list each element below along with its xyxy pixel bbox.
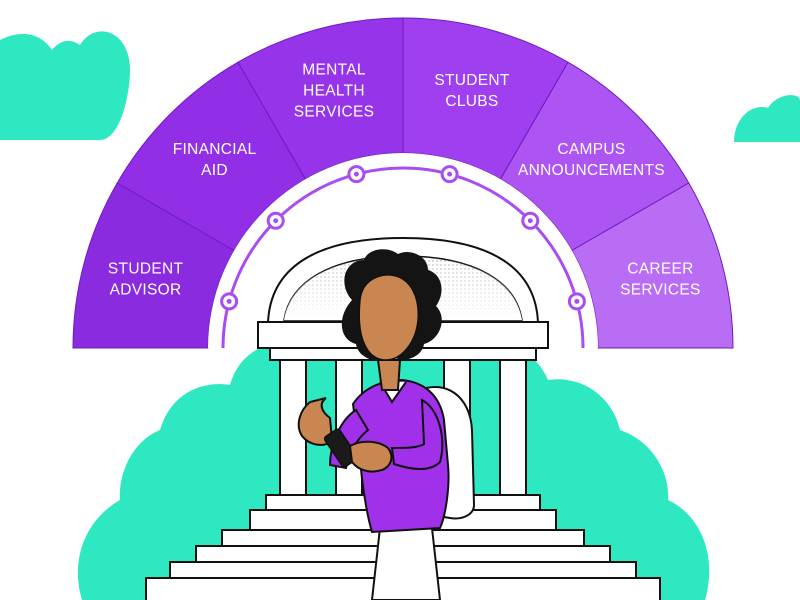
- arc-label-line: MENTAL: [302, 62, 366, 79]
- arc-label-line: SERVICES: [294, 104, 375, 121]
- arc-label-line: AID: [201, 162, 228, 179]
- arc-label-career-services: CAREER SERVICES: [620, 261, 701, 299]
- arc-label-line: STUDENT: [434, 72, 510, 89]
- arc-track: [221, 166, 585, 349]
- services-arc: STUDENT ADVISOR FINANCIAL AID MENTAL HEALTH SE…: [72, 17, 734, 349]
- track-node-dot: [447, 171, 453, 177]
- track-node-dot: [226, 298, 232, 304]
- arc-label-line: SERVICES: [620, 282, 701, 299]
- arc-label-line: ADVISOR: [110, 282, 182, 299]
- track-node-dot: [273, 218, 279, 224]
- track-node-dot: [527, 218, 533, 224]
- arc-label-line: CAREER: [627, 261, 693, 278]
- track-node-dot: [574, 298, 580, 304]
- student-figure: [297, 249, 476, 600]
- smartphone-icon: [323, 428, 359, 468]
- arc-label-line: HEALTH: [303, 83, 365, 100]
- cloud-icon-left: [0, 31, 130, 140]
- track-node-dot: [353, 171, 359, 177]
- arc-label-student-clubs: STUDENT CLUBS: [434, 72, 510, 110]
- arc-label-student-advisor: STUDENT ADVISOR: [108, 261, 184, 299]
- arc-label-line: STUDENT: [108, 261, 184, 278]
- arc-label-mental-health-services: MENTAL HEALTH SERVICES: [294, 62, 375, 121]
- arc-label-financial-aid: FINANCIAL AID: [173, 141, 257, 179]
- cloud-icon-right: [734, 95, 800, 142]
- arc-label-line: CAMPUS: [557, 141, 625, 158]
- arc-label-line: FINANCIAL: [173, 141, 257, 158]
- arc-label-line: CLUBS: [445, 93, 498, 110]
- arc-label-line: ANNOUNCEMENTS: [518, 162, 665, 179]
- arc-inner-band: [208, 153, 598, 348]
- arc-label-campus-announcements: CAMPUS ANNOUNCEMENTS: [518, 141, 665, 179]
